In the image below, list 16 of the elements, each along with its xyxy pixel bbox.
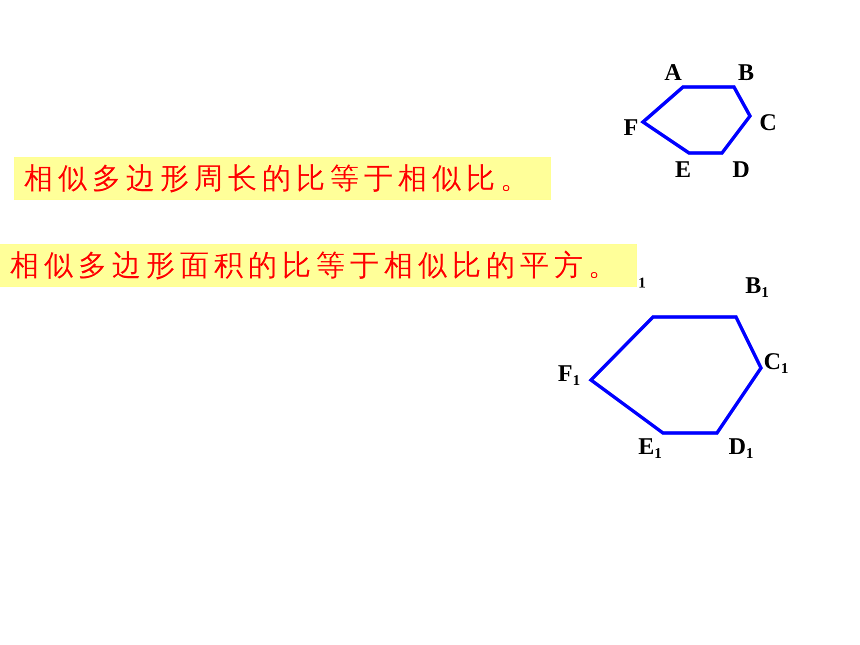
vertex-label: D$_{1}$ bbox=[728, 435, 754, 459]
vertex-label: C$_{1}$ bbox=[764, 350, 788, 374]
highlight-box bbox=[14, 157, 551, 200]
vertex-label: F$_{1}$ bbox=[558, 362, 580, 386]
vertex-label: B$_{1}$ bbox=[745, 274, 769, 298]
highlight-box bbox=[0, 244, 637, 287]
statement-text: 相似多边形面积的比等于相似比的平方。 bbox=[10, 246, 622, 284]
vertex-label: B bbox=[738, 61, 754, 85]
vertex-label: D bbox=[732, 158, 750, 182]
vertex-label: 1 bbox=[638, 276, 646, 292]
statement-text: 相似多边形周长的比等于相似比。 bbox=[24, 160, 534, 196]
vertex-label: E bbox=[675, 158, 691, 182]
vertex-label: C bbox=[759, 111, 777, 135]
vertex-label: F bbox=[624, 116, 638, 140]
vertex-label: A bbox=[664, 61, 682, 85]
vertex-label: E$_{1}$ bbox=[638, 435, 662, 459]
